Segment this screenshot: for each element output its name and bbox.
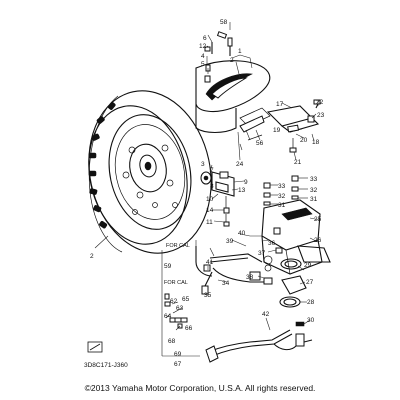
callout-2: 2 — [230, 57, 234, 64]
note-for-cal-2: FOR CAL — [164, 280, 188, 286]
callout-56: 56 — [256, 140, 264, 147]
callout-37: 37 — [258, 250, 266, 257]
callout-19: 19 — [273, 127, 281, 134]
badge-icon — [87, 341, 103, 353]
callout-32b: 32 — [310, 187, 318, 194]
callout-17: 17 — [276, 101, 284, 108]
callout-7: 7 — [210, 167, 214, 174]
stator-cover — [195, 60, 271, 134]
callout-5: 5 — [201, 61, 205, 68]
callout-23: 23 — [317, 112, 325, 119]
callout-30: 30 — [307, 317, 315, 324]
charge-coil — [200, 171, 235, 227]
callout-40: 40 — [238, 230, 246, 237]
callout-10: 10 — [206, 196, 214, 203]
callout-12: 12 — [199, 43, 207, 50]
callout-3: 3 — [201, 161, 205, 168]
lead-wire — [205, 321, 313, 363]
callout-14: 14 — [206, 207, 214, 214]
callout-42: 42 — [262, 311, 270, 318]
callout-1: 1 — [238, 48, 242, 55]
callout-33b: 33 — [310, 176, 318, 183]
callout-65: 65 — [182, 296, 190, 303]
callout-62: 62 — [170, 298, 178, 305]
callout-33a: 33 — [278, 183, 286, 190]
callout-63: 63 — [176, 305, 184, 312]
callout-69: 69 — [174, 351, 182, 358]
callout-6: 6 — [203, 35, 207, 42]
pulser-coil — [239, 99, 321, 153]
callout-13: 13 — [238, 187, 246, 194]
callout-26: 26 — [314, 237, 322, 244]
callout-67: 67 — [174, 361, 182, 368]
callout-22: 22 — [316, 99, 324, 106]
callout-39: 39 — [226, 238, 234, 245]
callout-66: 66 — [185, 325, 193, 332]
cover-bolts — [204, 31, 233, 83]
callout-labels: 58 1 2 6 12 4 5 3 17 22 23 19 20 18 21 5… — [90, 19, 325, 368]
callout-64: 64 — [164, 313, 172, 320]
callout-4: 4 — [201, 53, 205, 60]
wire-harness — [195, 246, 273, 295]
callout-31a: 31 — [278, 202, 286, 209]
callout-29: 29 — [304, 262, 312, 269]
callout-59: 59 — [164, 263, 172, 270]
callout-21: 21 — [294, 159, 302, 166]
callout-27: 27 — [306, 279, 314, 286]
callout-24: 24 — [236, 161, 244, 168]
note-for-cal-1: FOR CAL — [166, 243, 190, 249]
callout-11: 11 — [206, 219, 213, 226]
callout-8: 8 — [210, 183, 214, 190]
leader-lines — [94, 22, 321, 331]
callout-25: 25 — [314, 216, 322, 223]
callout-32a: 32 — [278, 193, 286, 200]
callout-34: 34 — [222, 280, 230, 287]
diagram-reference-code: 3D8C171-J360 — [84, 362, 128, 369]
flywheel — [88, 90, 212, 254]
callout-38: 38 — [246, 274, 254, 281]
callout-41: 41 — [206, 259, 214, 266]
callout-35: 35 — [204, 292, 212, 299]
callout-18: 18 — [312, 139, 320, 146]
callout-28: 28 — [307, 299, 315, 306]
callout-31b: 31 — [310, 196, 318, 203]
callout-68: 68 — [168, 338, 176, 345]
callout-36: 36 — [268, 240, 276, 247]
callout-9: 9 — [244, 179, 248, 186]
callout-20: 20 — [300, 137, 308, 144]
reference-frame — [161, 240, 200, 357]
callout-2b: 2 — [90, 253, 94, 260]
callout-58: 58 — [220, 19, 228, 26]
copyright-notice: ©2013 Yamaha Motor Corporation, U.S.A. A… — [84, 383, 316, 393]
small-fasteners — [164, 293, 188, 329]
